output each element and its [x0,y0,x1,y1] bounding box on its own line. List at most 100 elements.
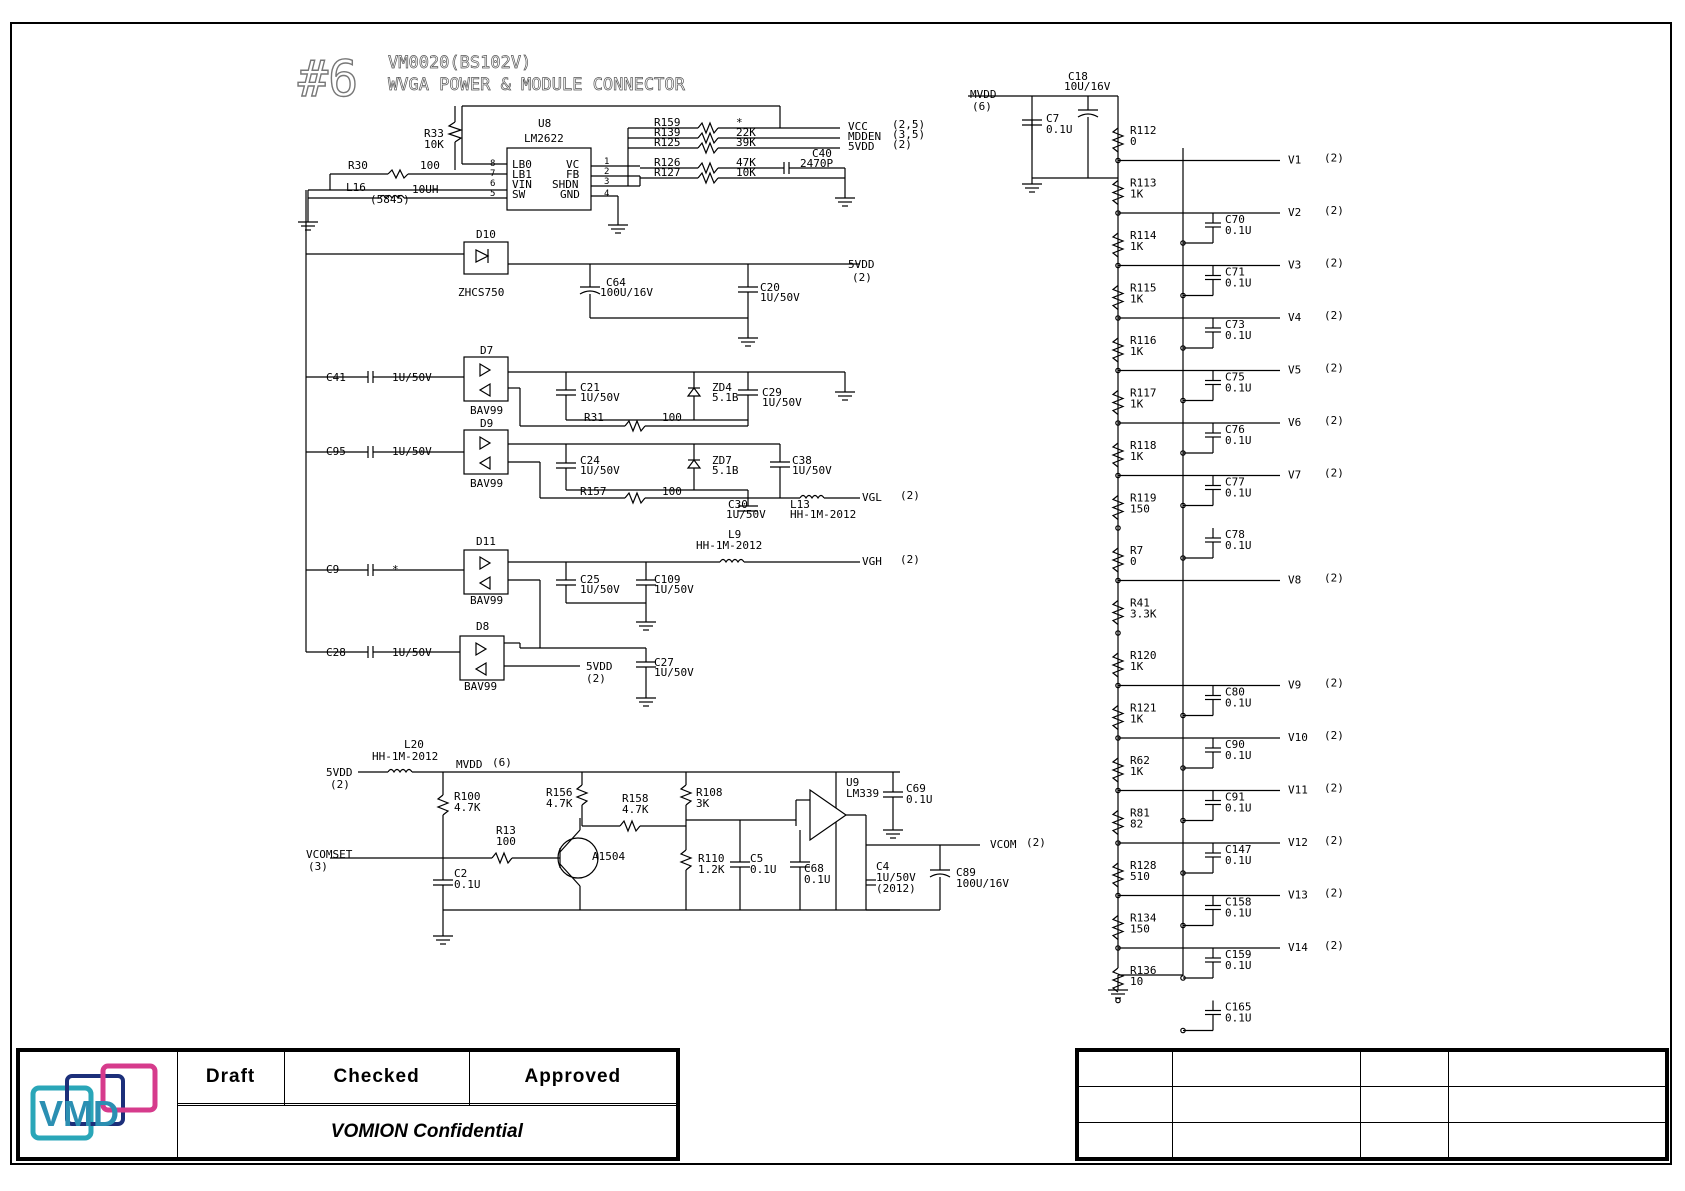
svg-text:VGH: VGH [862,555,882,568]
ladder-resistor-ref: R128 [1130,859,1157,872]
svg-text:(3): (3) [308,860,328,873]
svg-text:SHDN: SHDN [552,178,579,191]
ladder-resistor-ref: R121 [1130,702,1157,715]
r139-resistor [697,131,719,145]
svg-text:1: 1 [604,157,609,167]
svg-text:100U/16V: 100U/16V [600,286,653,299]
svg-text:D8: D8 [476,620,489,633]
svg-text:1U/50V: 1U/50V [580,391,620,404]
ladder-output-ref: (2) [1324,939,1344,952]
svg-text:R110: R110 [698,852,725,865]
ladder-cap-ref: C80 [1225,686,1245,699]
ladder-cap-ref: C73 [1225,318,1245,331]
approved-header: Approved [468,1051,678,1104]
ladder-resistor [1111,547,1125,573]
svg-text:(5845): (5845) [370,193,410,206]
title-line1: VM0020(BS102V) [388,53,531,73]
ladder-node [1115,630,1121,636]
svg-text:0.1U: 0.1U [454,878,481,891]
r108-resistor [679,784,693,806]
svg-text:C30: C30 [728,498,748,511]
svg-text:HH-1M-2012: HH-1M-2012 [372,750,438,763]
ladder-resistor [1111,390,1125,415]
svg-text:1U/50V: 1U/50V [876,871,916,884]
approved-signature [468,1102,678,1107]
u8-ic-body [506,147,592,211]
logo-text: VMD [39,1093,119,1134]
svg-text:MVDD: MVDD [456,758,483,771]
ladder-output-label: V6 [1288,416,1301,429]
ladder-cap-value: 0.1U [1225,329,1252,342]
svg-text:C27: C27 [654,656,674,669]
ladder-cap-value: 0.1U [1225,802,1252,815]
svg-text:C41: C41 [326,371,346,384]
svg-text:L13: L13 [790,498,810,511]
svg-text:C38: C38 [792,454,812,467]
ladder-resistor [1111,915,1125,940]
svg-text:ZHCS750: ZHCS750 [458,286,504,299]
svg-text:C18: C18 [1068,70,1088,83]
svg-text:100: 100 [420,159,440,172]
svg-text:(6): (6) [492,756,512,769]
l9-inductor [719,558,745,564]
ladder-cap-ref: C75 [1225,371,1245,384]
ladder-cap-ref: C158 [1225,896,1252,909]
ladder-resistor-value: 1K [1130,398,1144,411]
ladder-resistor-value: 0 [1130,555,1137,568]
ladder-cap-value: 0.1U [1225,907,1252,920]
ladder-output-label: V5 [1288,364,1301,377]
svg-text:0.1U: 0.1U [750,863,777,876]
svg-text:100: 100 [496,835,516,848]
ladder-cap-ref: C159 [1225,948,1252,961]
svg-text:*: * [736,116,743,129]
svg-text:4: 4 [604,189,609,199]
ladder-output-ref: (2) [1324,362,1344,375]
svg-text:(2): (2) [900,489,920,502]
svg-text:(2): (2) [892,138,912,151]
svg-text:0.1U: 0.1U [906,793,933,806]
svg-text:R33: R33 [424,127,444,140]
svg-text:1U/50V: 1U/50V [580,464,620,477]
ladder-cap-ref: C147 [1225,843,1252,856]
svg-text:C9: C9 [326,563,339,576]
ladder-cap-value: 0.1U [1225,697,1252,710]
svg-text:0.1U: 0.1U [1046,123,1073,136]
svg-text:R157: R157 [580,485,607,498]
ladder-output-ref: (2) [1324,467,1344,480]
svg-text:(2): (2) [1026,836,1046,849]
svg-text:(2): (2) [330,778,350,791]
svg-text:3: 3 [604,177,609,187]
svg-text:47K: 47K [736,156,756,169]
ladder-resistor-value: 10 [1130,975,1143,988]
svg-text:100: 100 [662,485,682,498]
ladder-resistor-value: 1K [1130,450,1144,463]
ladder-cap-value: 0.1U [1225,224,1252,237]
ladder-output-ref: (2) [1324,414,1344,427]
svg-text:VCOMSET: VCOMSET [306,848,353,861]
ladder-cap-value: 0.1U [1225,1012,1252,1025]
svg-text:R127: R127 [654,166,681,179]
ladder-resistor-ref: R113 [1130,177,1157,190]
svg-text:LB0: LB0 [512,158,532,171]
ladder-resistor-ref: R62 [1130,754,1150,767]
ladder-resistor-value: 0 [1130,135,1137,148]
svg-text:5: 5 [490,189,495,199]
checked-header: Checked [283,1051,470,1104]
ladder-resistor-value: 82 [1130,818,1143,831]
svg-text:BAV99: BAV99 [464,680,497,693]
ladder-resistor [1111,337,1125,363]
svg-text:MDDEN: MDDEN [848,130,881,143]
svg-text:FB: FB [566,168,580,181]
svg-text:5.1B: 5.1B [712,464,739,477]
vmd-logo: VMD [19,1051,178,1158]
svg-text:MVDD: MVDD [970,88,997,101]
ladder-cap-value: 0.1U [1225,539,1252,552]
q-a1504-transistor [557,837,599,879]
svg-text:4.7K: 4.7K [454,801,481,814]
draft-header: Draft [176,1051,285,1104]
svg-text:GND: GND [560,188,580,201]
l13-inductor [799,494,825,500]
svg-text:1U/50V: 1U/50V [760,291,800,304]
svg-text:5VDD: 5VDD [326,766,353,779]
